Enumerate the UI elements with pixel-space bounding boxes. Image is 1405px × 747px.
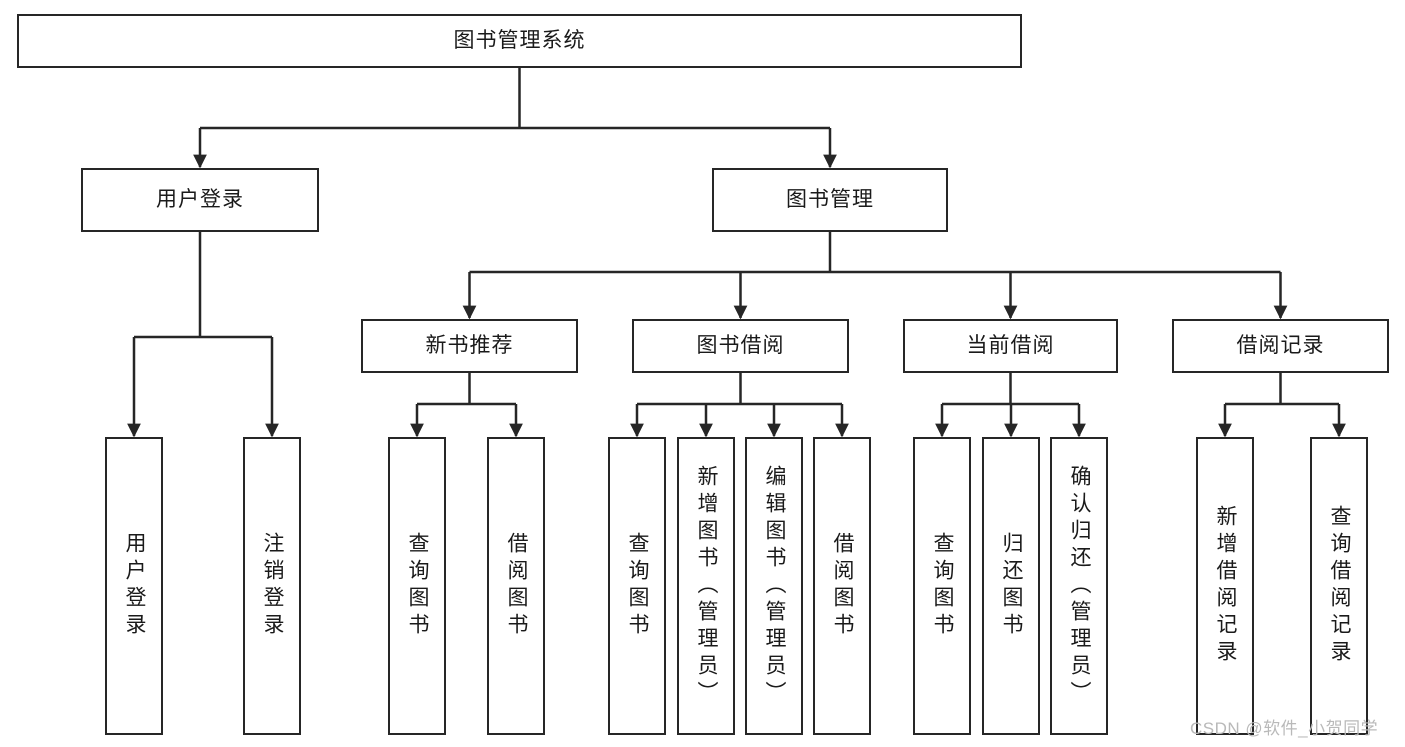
node-label: 当前借阅 [966, 334, 1055, 358]
node-label: 新增图书（管理员） [695, 464, 719, 708]
node-label: 借阅记录 [1236, 334, 1325, 358]
node-label: 查询图书 [406, 532, 430, 640]
node-label: 查询借阅记录 [1328, 505, 1352, 667]
node-label: 图书借阅 [696, 334, 785, 358]
node-leaf-rec-2[interactable]: 查询借阅记录 [1310, 437, 1368, 735]
node-leaf-login-2[interactable]: 注销登录 [243, 437, 301, 735]
node-label: 新书推荐 [425, 334, 514, 358]
node-bookmgmt[interactable]: 图书管理 [712, 168, 948, 232]
node-leaf-bor-3[interactable]: 编辑图书（管理员） [745, 437, 803, 735]
node-current[interactable]: 当前借阅 [903, 319, 1118, 373]
node-newbook[interactable]: 新书推荐 [361, 319, 578, 373]
node-leaf-login-1[interactable]: 用户登录 [105, 437, 163, 735]
node-leaf-cur-1[interactable]: 查询图书 [913, 437, 971, 735]
node-leaf-cur-2[interactable]: 归还图书 [982, 437, 1040, 735]
node-label: 归还图书 [1000, 532, 1024, 640]
node-label: 查询图书 [931, 532, 955, 640]
node-label: 图书管理 [786, 188, 874, 212]
node-label: 注销登录 [261, 532, 285, 640]
node-leaf-rec-1[interactable]: 新增借阅记录 [1196, 437, 1254, 735]
node-leaf-bor-2[interactable]: 新增图书（管理员） [677, 437, 735, 735]
node-label: 借阅图书 [505, 532, 529, 640]
node-label: 查询图书 [626, 532, 650, 640]
node-records[interactable]: 借阅记录 [1172, 319, 1389, 373]
node-borrow[interactable]: 图书借阅 [632, 319, 849, 373]
node-label: 确认归还（管理员） [1068, 464, 1092, 708]
node-leaf-bor-1[interactable]: 查询图书 [608, 437, 666, 735]
node-label: 用户登录 [156, 188, 244, 212]
node-label: 借阅图书 [831, 532, 855, 640]
node-login[interactable]: 用户登录 [81, 168, 319, 232]
node-label: 编辑图书（管理员） [763, 464, 787, 708]
watermark: CSDN @软件_小贺同学 [1190, 719, 1379, 738]
node-leaf-bor-4[interactable]: 借阅图书 [813, 437, 871, 735]
node-root[interactable]: 图书管理系统 [17, 14, 1022, 68]
node-leaf-new-2[interactable]: 借阅图书 [487, 437, 545, 735]
node-label: 新增借阅记录 [1214, 505, 1238, 667]
node-label: 用户登录 [123, 532, 147, 640]
node-leaf-cur-3[interactable]: 确认归还（管理员） [1050, 437, 1108, 735]
node-label: 图书管理系统 [453, 29, 586, 53]
node-leaf-new-1[interactable]: 查询图书 [388, 437, 446, 735]
